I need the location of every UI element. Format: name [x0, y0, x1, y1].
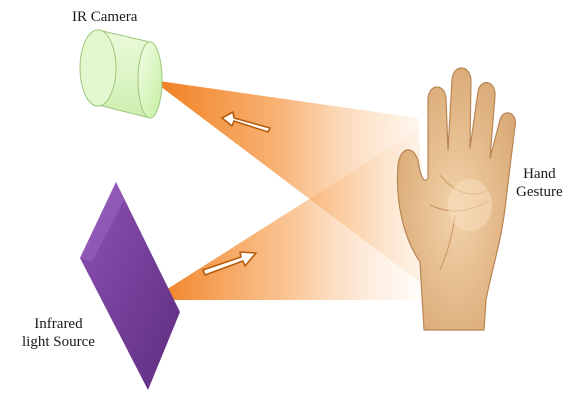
infrared-light-source-label-line1: Infrared [34, 316, 83, 332]
infrared-light-source-icon [80, 182, 180, 390]
infrared-light-source-label: Infrared light Source [22, 315, 95, 351]
hand-gesture-label: Hand Gesture [516, 165, 563, 201]
hand-gesture-icon [396, 67, 516, 331]
reflected-light-beam [152, 80, 430, 290]
arrow-to-camera-icon [221, 111, 271, 133]
hand-gesture-label-line1: Hand [523, 166, 556, 182]
arrow-from-source-icon [202, 251, 257, 276]
hand-gesture-label-line2: Gesture [516, 184, 563, 200]
infrared-light-source-label-line2: light Source [22, 334, 95, 350]
ir-camera-icon [79, 29, 163, 119]
ir-camera-label: IR Camera [72, 9, 138, 25]
